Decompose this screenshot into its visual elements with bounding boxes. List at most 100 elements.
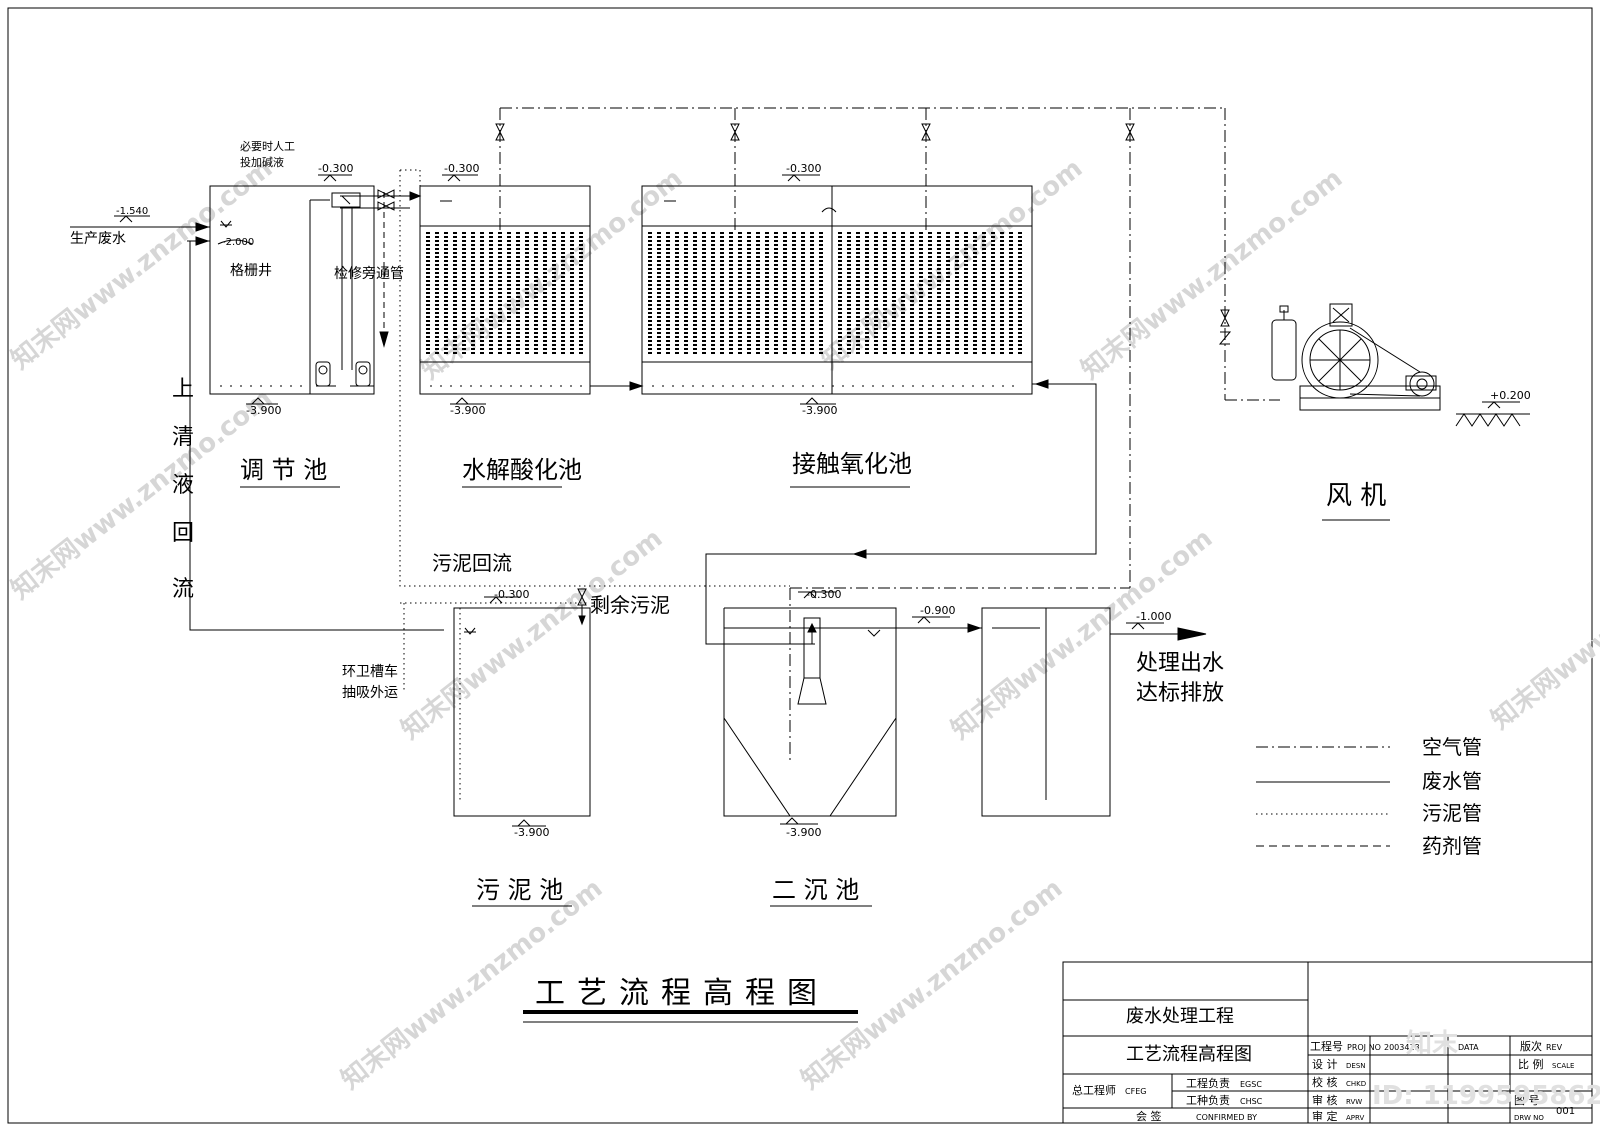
elevation-ox-top: -0.300 xyxy=(786,162,821,175)
influent-label: 生产废水 xyxy=(70,231,126,247)
tb-date-en: DATA xyxy=(1458,1043,1479,1052)
supernatant-char: 上 xyxy=(172,377,194,402)
wastewater-pipe xyxy=(705,379,1097,645)
hydrolysis-media-fill xyxy=(426,232,583,356)
title-block xyxy=(1062,961,1593,1124)
tb-approve-en: APRV xyxy=(1346,1114,1364,1122)
excess-sludge-label: 剩余污泥 xyxy=(590,593,670,617)
hydrolysis-tank-label: 水解酸化池 xyxy=(462,456,582,484)
tb-project-lead: 工程负责 xyxy=(1186,1076,1230,1090)
tb-confirmed-by: CONFIRMED BY xyxy=(1196,1113,1257,1122)
tb-discipline-lead-en: CHSC xyxy=(1240,1097,1263,1106)
bypass-label: 检修旁通管 xyxy=(334,265,404,282)
secondary-clarifier-label: 二 沉 池 xyxy=(772,876,859,904)
legend-label: 废水管 xyxy=(1422,769,1482,793)
watermark-text: 知末网www.znzmo.com xyxy=(6,383,278,605)
tb-scale-en: SCALE xyxy=(1552,1062,1574,1070)
tb-drw-label: 图 号 xyxy=(1514,1094,1540,1107)
elevation-reg-top: -0.300 xyxy=(318,162,353,175)
tb-discipline-lead: 工种负责 xyxy=(1186,1093,1230,1107)
legend: 空气管 废水管 污泥管 药剂管 xyxy=(1256,735,1482,858)
elevation-effluent: -1.000 xyxy=(1136,610,1171,623)
watermark-text: 知末网www.znzmo.com xyxy=(1076,163,1348,385)
watermark-logo: 知末 xyxy=(1406,1029,1459,1059)
hydrolysis-tank xyxy=(409,174,591,405)
tb-review-en: RVW xyxy=(1346,1098,1362,1106)
tb-rev-label: 版次 xyxy=(1520,1039,1542,1053)
sludge-tank xyxy=(453,596,591,827)
elevation-hyd-top: -0.300 xyxy=(444,162,479,175)
drawing-title: 工艺流程高程图 xyxy=(535,976,829,1011)
blower-icon xyxy=(1271,303,1441,411)
sludge-pipe-network xyxy=(399,169,790,800)
valve-icon xyxy=(377,189,395,211)
legend-label: 药剂管 xyxy=(1422,834,1482,858)
tb-review-label: 审 核 xyxy=(1312,1093,1338,1107)
sludge-return-label: 污泥回流 xyxy=(432,551,512,575)
contact-oxidation-tank xyxy=(590,174,1033,405)
watermark-text: 知末网www.znzmo.com xyxy=(1486,513,1600,735)
tb-drawing-name: 工艺流程高程图 xyxy=(1126,1044,1252,1065)
tb-check-label: 校 核 xyxy=(1312,1075,1338,1089)
tb-countersign: 会 签 xyxy=(1136,1109,1162,1123)
tb-check-en: CHKD xyxy=(1346,1080,1366,1088)
elevation-influent: -1.540 xyxy=(116,206,148,217)
ground-mark xyxy=(1455,401,1530,427)
elevation-sludge-top: -0.300 xyxy=(494,588,529,601)
tb-design-en: DESN xyxy=(1346,1062,1366,1070)
tb-chief-engineer: 总工程师 xyxy=(1072,1083,1116,1097)
effluent-label-line1: 处理出水 xyxy=(1136,651,1224,676)
elevation-grille: -2.000 xyxy=(222,237,254,248)
contact-oxidation-label: 接触氧化池 xyxy=(792,450,912,478)
watermark-id: ID: 1199595862 xyxy=(1372,1081,1600,1111)
supernatant-return-pipe xyxy=(189,241,444,631)
tb-chief-engineer-en: CFEG xyxy=(1125,1087,1146,1096)
tb-approve-label: 审 定 xyxy=(1312,1109,1338,1123)
supernatant-char: 回 xyxy=(172,521,194,546)
watermark-text: 知末网www.znzmo.com xyxy=(796,873,1068,1095)
tb-project-lead-en: EGSC xyxy=(1240,1080,1262,1089)
elevation-sec-bottom: -3.900 xyxy=(786,826,821,839)
secondary-clarifier xyxy=(723,591,897,825)
legend-label: 空气管 xyxy=(1422,735,1482,759)
elevation-reg-bottom: -3.900 xyxy=(246,404,281,417)
effluent-label-line2: 达标排放 xyxy=(1136,681,1224,706)
blower-label: 风 机 xyxy=(1326,481,1386,511)
tb-design-label: 设 计 xyxy=(1312,1058,1338,1071)
air-pipe-network xyxy=(499,107,1280,760)
elevation-outlet: -0.900 xyxy=(920,604,955,617)
elevation-ox-bottom: -3.900 xyxy=(802,404,837,417)
supernatant-char: 液 xyxy=(172,473,194,498)
elevation-blower: +0.200 xyxy=(1490,389,1531,402)
tb-proj-no-en: PROJ NO xyxy=(1347,1043,1381,1052)
elevation-hyd-bottom: -3.900 xyxy=(450,404,485,417)
alkali-note-line2: 投加碱液 xyxy=(240,155,284,169)
alkali-note-line1: 必要时人工 xyxy=(240,140,295,153)
sludge-tank-label: 污 泥 池 xyxy=(476,876,563,904)
legend-label: 污泥管 xyxy=(1422,801,1482,825)
air-valves xyxy=(495,123,1232,345)
tb-proj-no-label: 工程号 xyxy=(1310,1040,1343,1053)
tb-proj-no-value: 2003418 xyxy=(1384,1043,1420,1052)
supernatant-char: 清 xyxy=(172,425,194,450)
sludge-valve-icon xyxy=(577,588,587,626)
regulating-tank-label: 调 节 池 xyxy=(240,456,327,484)
elevation-sludge-bottom: -3.900 xyxy=(514,826,549,839)
regulating-tank xyxy=(70,174,410,405)
elevation-sec-top: -0.300 xyxy=(806,588,841,601)
tb-scale-label: 比 例 xyxy=(1518,1057,1544,1071)
truck-label-line2: 抽吸外运 xyxy=(342,685,398,701)
grille-well-label: 格栅井 xyxy=(230,263,272,279)
supernatant-char: 流 xyxy=(172,577,194,602)
drawing-border xyxy=(7,7,1593,1124)
submersible-pump-icon xyxy=(315,361,336,387)
tb-drw-value: 001 xyxy=(1556,1106,1575,1117)
truck-label-line1: 环卫槽车 xyxy=(342,663,398,680)
watermark-layer: 知末网www.znzmo.com 知末网www.znzmo.com 知末网www… xyxy=(6,153,1600,1095)
tb-drw-en: DRW NO xyxy=(1514,1114,1544,1122)
tb-project: 废水处理工程 xyxy=(1126,1006,1234,1027)
oxidation-media-fill xyxy=(648,232,1022,356)
tb-rev-en: REV xyxy=(1546,1043,1563,1052)
submersible-pump-icon xyxy=(350,361,374,387)
